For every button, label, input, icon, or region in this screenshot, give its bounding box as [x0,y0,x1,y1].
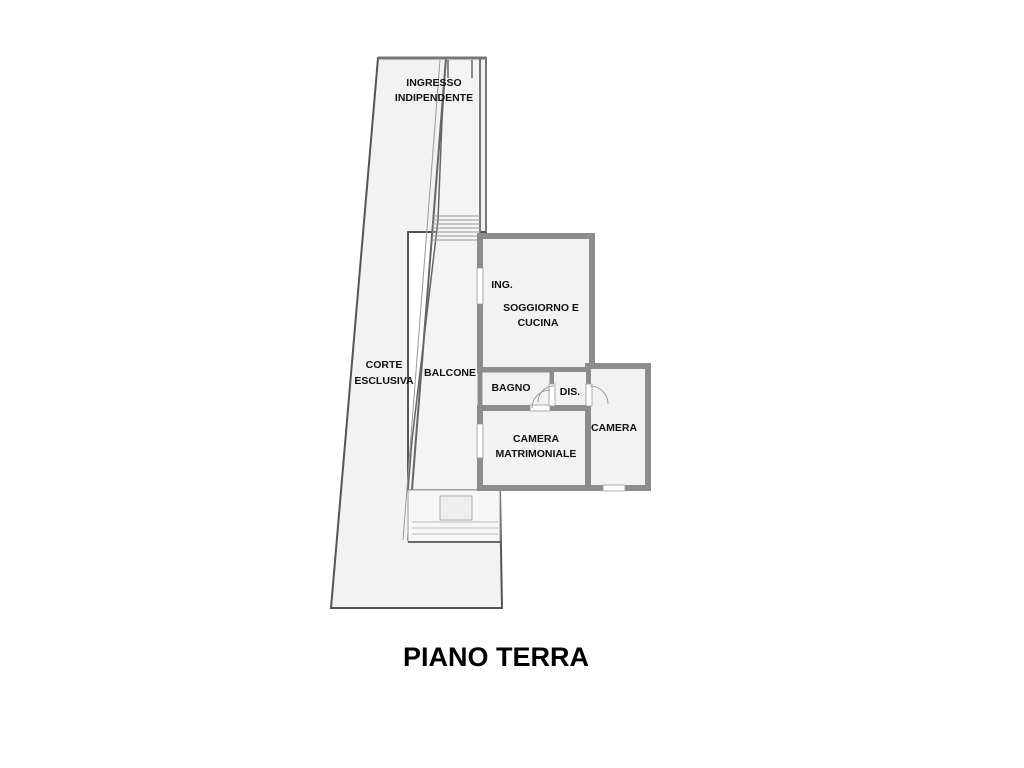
diagonal-wall [407,57,447,541]
label-corte-esclusiva-1: CORTE [366,359,403,371]
label-ingresso: ING. [491,279,513,291]
label-ingresso-indipendente-1: INGRESSO [406,77,461,89]
label-soggiorno-cucina-2: CUCINA [518,317,559,329]
label-soggiorno-cucina-1: SOGGIORNO E [503,302,579,314]
door-swings [531,385,609,409]
camera-room [585,363,651,491]
label-ingresso-indipendente-2: INDIPENDENTE [395,92,473,104]
openings [476,267,626,492]
label-camera-matrimoniale-1: CAMERA [513,433,559,445]
floor-title: PIANO TERRA [403,642,589,672]
stairs-top [432,215,480,241]
soggiorno-cucina-room [477,233,595,373]
label-camera: CAMERA [591,422,637,434]
diagonal-wall-inner [402,59,441,541]
stairs-bottom [407,489,502,543]
label-corte-esclusiva-2: ESCLUSIVA [354,375,414,387]
label-disimpegno: DIS. [560,386,581,398]
camera-matrimoniale-room [477,405,591,491]
label-balcone: BALCONE [424,367,476,379]
label-bagno: BAGNO [491,382,530,394]
label-camera-matrimoniale-2: MATRIMONIALE [496,448,577,460]
